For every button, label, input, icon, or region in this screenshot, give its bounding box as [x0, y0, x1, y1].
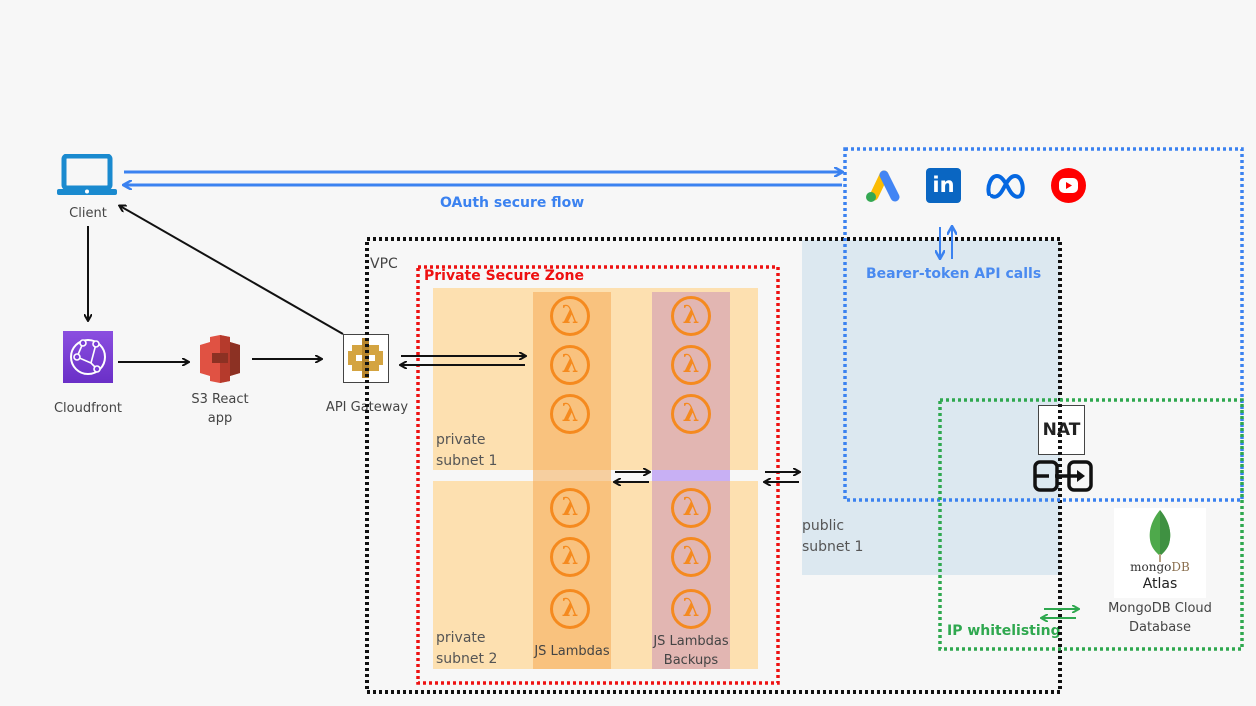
mongodb-wordmark: mongoDB — [1114, 560, 1206, 574]
s3-bucket-icon — [200, 335, 240, 383]
mongodb-atlas-text: Atlas — [1142, 576, 1178, 592]
mongodb-leaf-icon — [1149, 510, 1171, 562]
google-ads-icon — [866, 170, 900, 202]
meta-icon — [986, 173, 1025, 199]
api-gateway-icon — [343, 334, 389, 383]
cloudfront-node[interactable]: Cloudfront — [40, 331, 136, 421]
private-subnet-1-line1: private — [436, 432, 486, 448]
linkedin-icon: in — [932, 173, 955, 197]
lambda-icon: λ — [550, 394, 590, 434]
private-subnet-2-label: private subnet 2 — [436, 628, 497, 670]
provider-linkedin[interactable]: in — [926, 168, 961, 203]
lambda-backup-icon: λ — [671, 345, 711, 385]
nat-label-box: NAT — [1038, 405, 1085, 455]
bearer-token-label: Bearer-token API calls — [866, 266, 1042, 282]
provider-meta[interactable] — [985, 172, 1027, 200]
laptop-icon — [57, 153, 117, 195]
cloudfront-label: Cloudfront — [53, 401, 123, 416]
mongodb-label: MongoDB Cloud Database — [1100, 599, 1220, 637]
s3-react-app-node[interactable]: S3 React app — [180, 335, 260, 430]
lambda-icon: λ — [550, 488, 590, 528]
js-lambdas-backups-line2: Backups — [663, 653, 719, 668]
arrow-api-gateway-to-client — [120, 206, 344, 335]
lambda-icon: λ — [550, 296, 590, 336]
mongodb-atlas-node[interactable]: mongoDB Atlas MongoDB Cloud Database — [1100, 508, 1220, 638]
public-subnet-line2: subnet 1 — [802, 539, 864, 555]
api-gateway-label: API Gateway — [325, 400, 409, 415]
lambda-backup-icon: λ — [671, 296, 711, 336]
ip-whitelisting-label: IP whitelisting — [947, 623, 1061, 639]
lambda-backup-icon: λ — [671, 537, 711, 577]
vpc-label: VPC — [370, 256, 398, 272]
nat-gateway-icon — [1033, 460, 1093, 492]
private-subnet-2-line1: private — [436, 630, 486, 646]
private-subnet-2-line2: subnet 2 — [436, 651, 498, 667]
mongodb-wordmark-db: DB — [1171, 560, 1190, 574]
js-lambdas-gap-band — [533, 470, 611, 481]
private-subnet-1-line2: subnet 1 — [436, 453, 498, 469]
backups-gap-band — [652, 470, 730, 481]
public-subnet-label: public subnet 1 — [802, 516, 863, 558]
provider-youtube[interactable] — [1051, 168, 1086, 203]
mongodb-label-line2: Database — [1128, 620, 1192, 635]
private-secure-zone-label: Private Secure Zone — [424, 268, 584, 284]
lambda-backup-icon: λ — [671, 488, 711, 528]
lambda-backup-icon: λ — [671, 589, 711, 629]
nat-gateway-node[interactable]: NAT — [1033, 405, 1095, 495]
provider-google-ads[interactable] — [862, 168, 902, 204]
cloudfront-icon — [63, 331, 113, 383]
youtube-icon — [1059, 178, 1078, 193]
s3-label-line2: app — [207, 411, 233, 426]
public-subnet-line1: public — [802, 518, 845, 534]
lambda-backup-icon: λ — [671, 394, 711, 434]
private-subnet-1-label: private subnet 1 — [436, 430, 497, 472]
lambda-icon: λ — [550, 537, 590, 577]
mongodb-wordmark-mongo: mongo — [1130, 560, 1172, 574]
s3-label: S3 React app — [180, 390, 260, 428]
js-lambdas-backups-line1: JS Lambdas — [653, 634, 729, 649]
s3-label-line1: S3 React — [191, 392, 249, 407]
lambda-icon: λ — [550, 589, 590, 629]
mongodb-logo-box: mongoDB Atlas — [1114, 508, 1206, 598]
js-lambdas-backups-label: JS Lambdas Backups — [642, 632, 740, 670]
client-label: Client — [69, 206, 107, 221]
lambda-icon: λ — [550, 345, 590, 385]
js-lambdas-label: JS Lambdas — [534, 644, 610, 659]
oauth-secure-flow-label: OAuth secure flow — [440, 195, 585, 211]
mongodb-label-line1: MongoDB Cloud — [1108, 601, 1212, 616]
client-node[interactable]: Client — [56, 153, 120, 224]
api-gateway-node[interactable]: API Gateway — [320, 334, 414, 419]
